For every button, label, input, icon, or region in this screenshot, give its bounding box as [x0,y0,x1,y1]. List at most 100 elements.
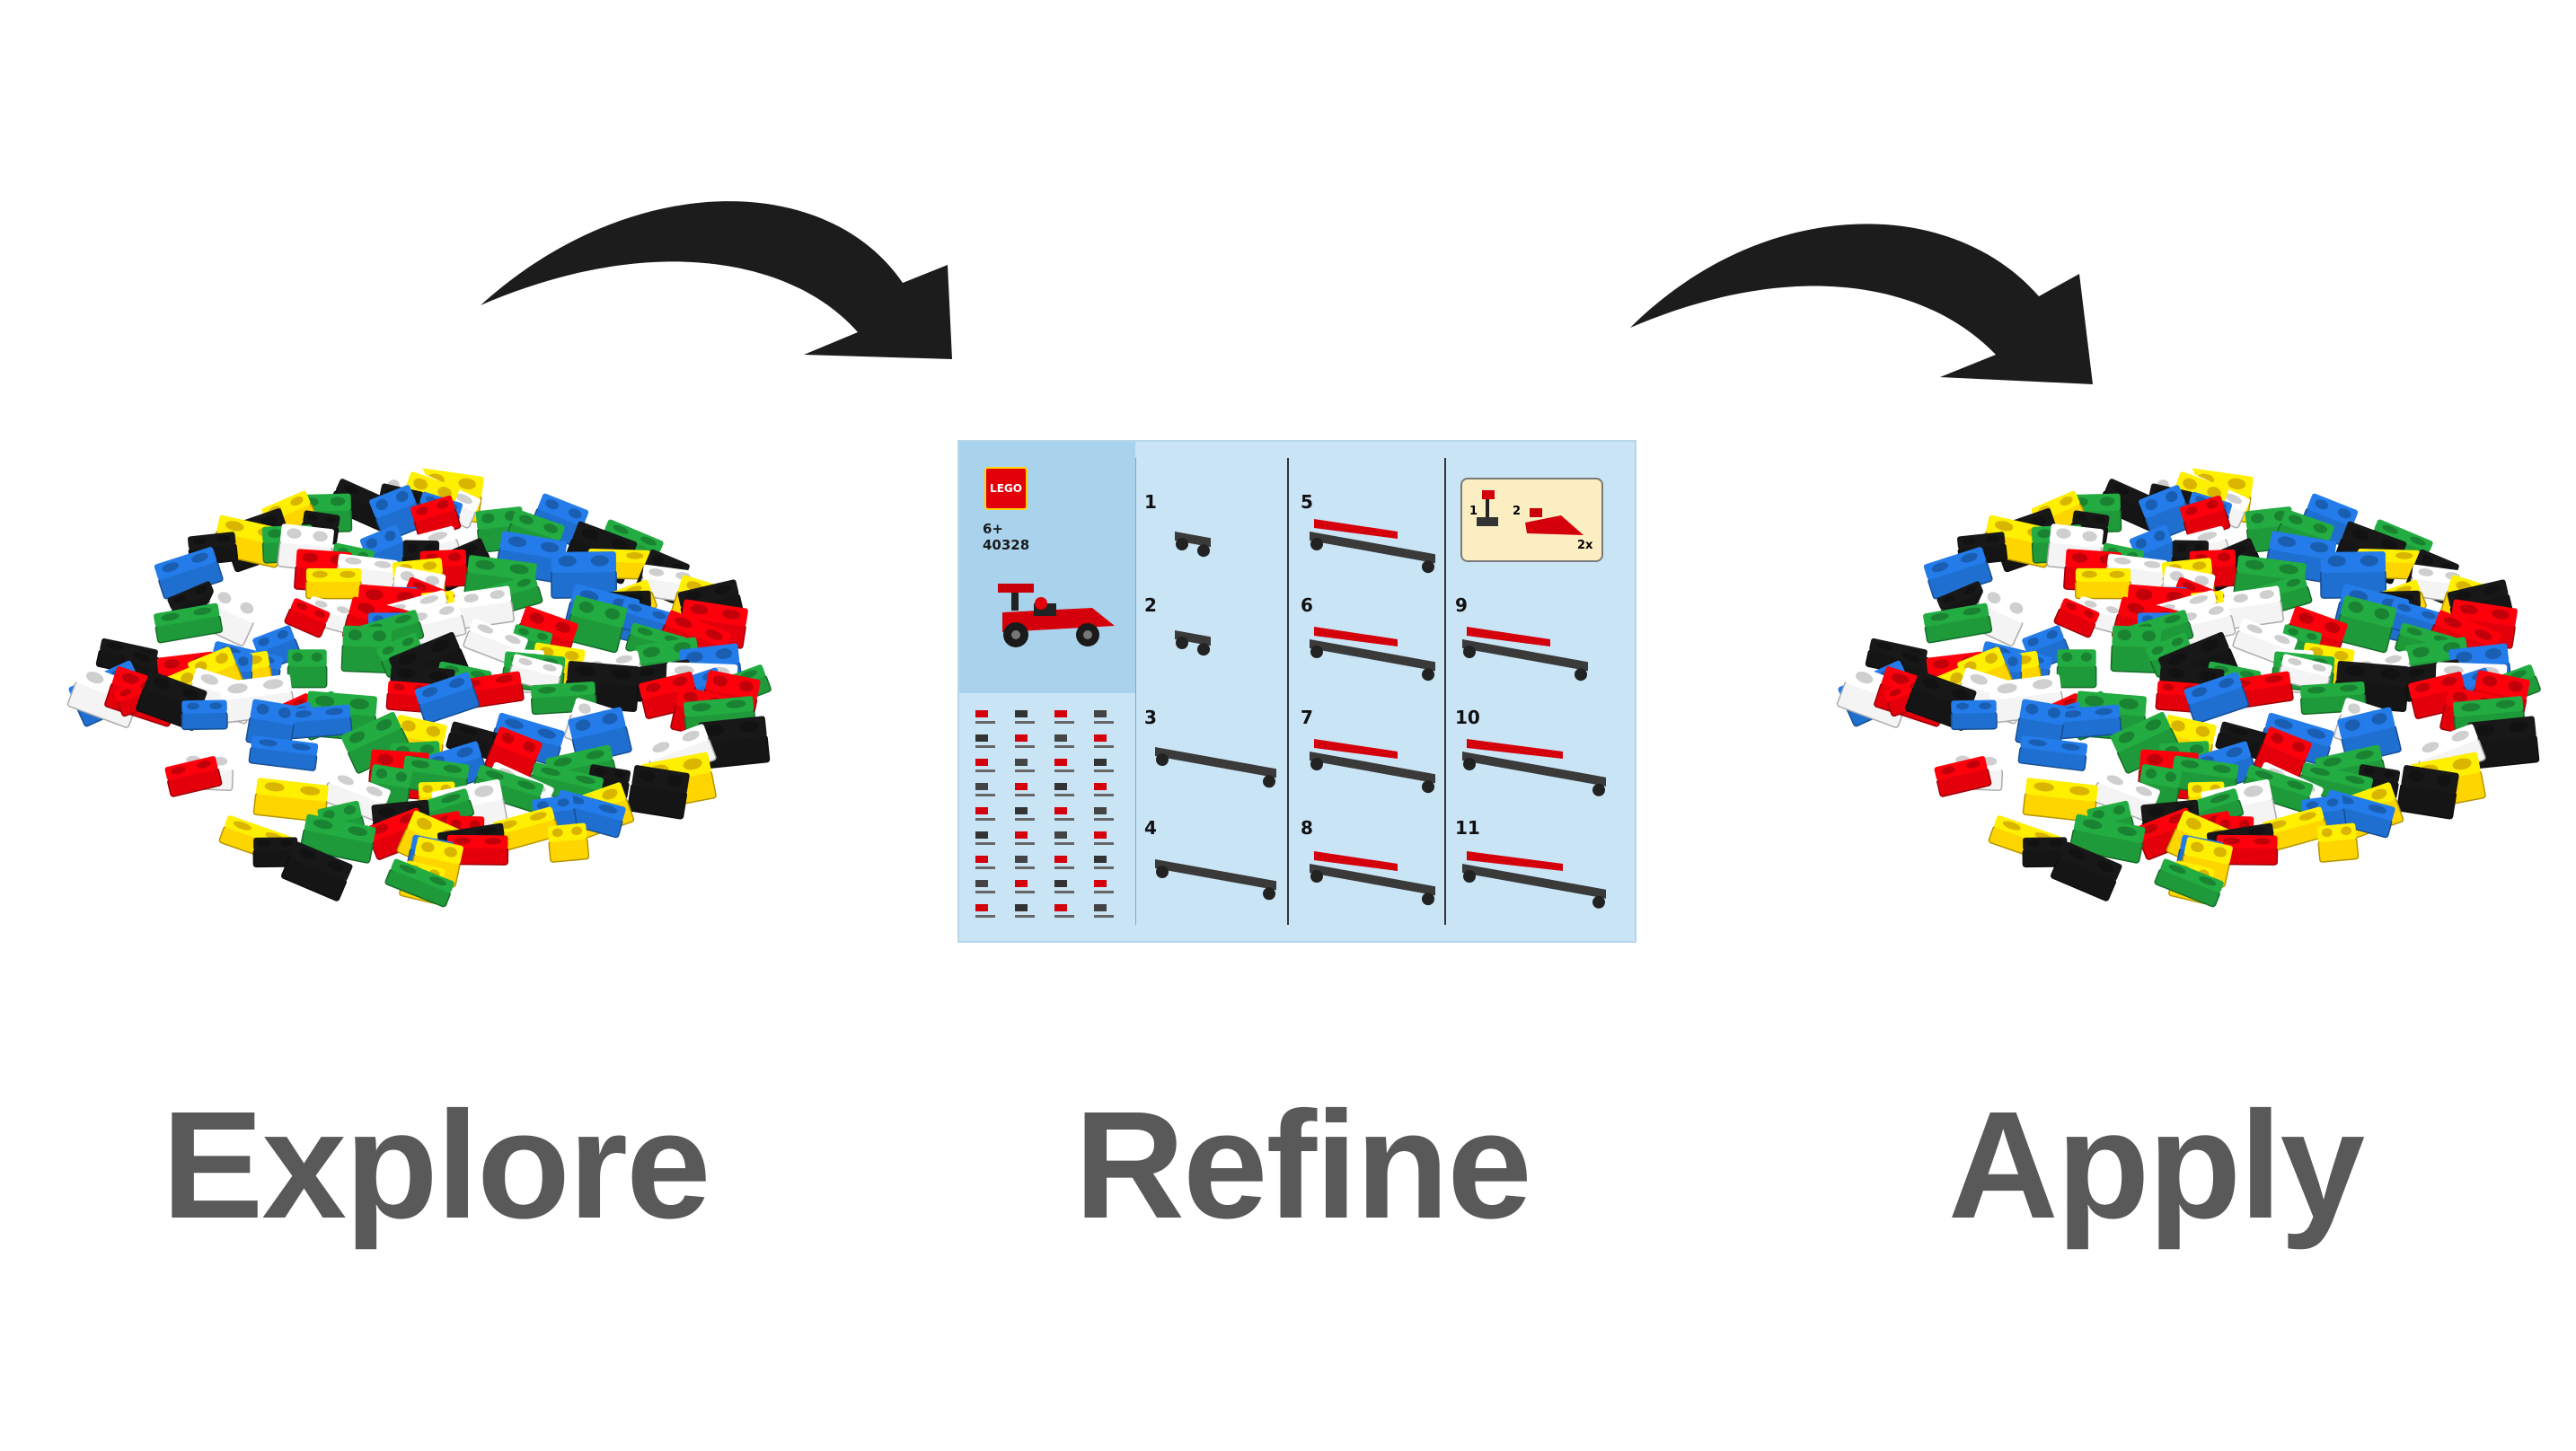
lego-logo: LEGO [984,467,1028,510]
lego-brick [2056,649,2097,689]
lego-brick [284,598,331,638]
lego-brick [2179,495,2231,541]
lego-brick [2017,735,2088,771]
part-icon [1054,831,1067,839]
lego-brick [410,495,462,541]
assembly-model [1175,630,1211,656]
parts-list [975,710,1114,918]
lego-brick [2316,822,2360,863]
inset-multiplier: 2x [1577,539,1593,552]
lego-brick [564,595,628,654]
lego-brick [287,649,328,689]
label-refine: Refine [1074,1080,1532,1251]
brick-pile-explore [66,468,772,908]
lego-brick [1950,699,1998,731]
part-icon [975,807,988,814]
part-icon [1015,880,1028,887]
lego-brick [2075,567,2131,600]
part-icon [1094,904,1107,911]
assembly-model [1310,519,1435,574]
part-icon [1015,904,1028,911]
part-icon [1094,831,1107,839]
assembly-model [1155,859,1276,901]
lego-brick [248,735,319,771]
lego-brick [2333,595,2397,654]
lego-brick [2227,585,2285,629]
part-icon [1054,856,1067,863]
part-icon [1054,759,1067,766]
step-number: 2 [1144,594,1157,616]
part-icon [1015,783,1028,790]
part-icon [1015,807,1028,814]
inset-step-number: 1 [1469,505,1478,518]
manual-set-number: 40328 [983,537,1030,553]
label-apply: Apply [1947,1080,2365,1251]
part-icon [1054,807,1067,814]
race-car-image [998,584,1115,647]
lego-brick [2051,841,2122,901]
lego-brick [384,858,454,908]
step-number: 9 [1455,594,1468,616]
inset-step-number: 2 [1513,505,1522,518]
lego-brick [457,585,516,629]
step-number: 5 [1301,491,1313,513]
part-icon [1015,759,1028,766]
lego-brick [2277,654,2333,693]
manual-age-rating: 6+ [983,521,1004,537]
part-icon [975,904,988,911]
step-number: 6 [1301,594,1313,616]
lego-brick [2069,813,2146,864]
lego-brick [2056,704,2122,740]
part-icon [975,831,988,839]
instruction-manual: LEGO 6+ 40328 1 2 3 4 5 6 7 8 9 10 11 [957,440,1636,943]
part-icon [1054,734,1067,742]
lego-brick [281,841,353,901]
part-icon [1094,856,1107,863]
assembly-model [1310,851,1435,906]
lego-brick [2053,598,2100,638]
label-explore: Explore [162,1080,711,1251]
lego-brick [1923,602,1993,644]
lego-brick [181,699,228,731]
part-icon [975,856,988,863]
lego-brick [547,822,590,863]
part-icon [1094,734,1107,742]
lego-brick [2254,726,2312,783]
assembly-model [1175,532,1211,558]
assembly-model [1155,747,1276,788]
brick-pile-apply [1836,468,2541,908]
assembly-model [1310,739,1435,794]
part-icon [1094,759,1107,766]
part-icon [975,734,988,742]
lego-brick [627,765,690,820]
lego-brick [639,672,701,719]
part-icon [1094,710,1107,717]
assembly-model [1462,739,1606,796]
assembly-steps-art [1155,519,1606,909]
lego-brick [340,625,393,673]
sub-assembly-inset: 1 2 2x [1460,478,1603,562]
step-number: 10 [1455,707,1480,728]
part-icon [975,759,988,766]
step-number: 7 [1301,707,1313,728]
lego-brick [2337,707,2402,765]
lego-brick [2183,672,2249,725]
part-icon [1015,734,1028,742]
column-divider-1 [1135,458,1136,925]
step-number: 4 [1144,817,1157,839]
assembly-model [1310,627,1435,682]
part-icon [1015,856,1028,863]
lego-brick [2154,858,2224,908]
part-icon [975,783,988,790]
lego-brick [305,567,362,600]
lego-brick [154,602,224,644]
step-number: 3 [1144,707,1157,728]
lego-brick [2396,765,2459,820]
lego-brick [2467,716,2540,769]
assembly-model [1462,851,1606,909]
lego-brick [164,756,223,797]
part-icon [1094,880,1107,887]
step-number: 8 [1301,817,1313,839]
